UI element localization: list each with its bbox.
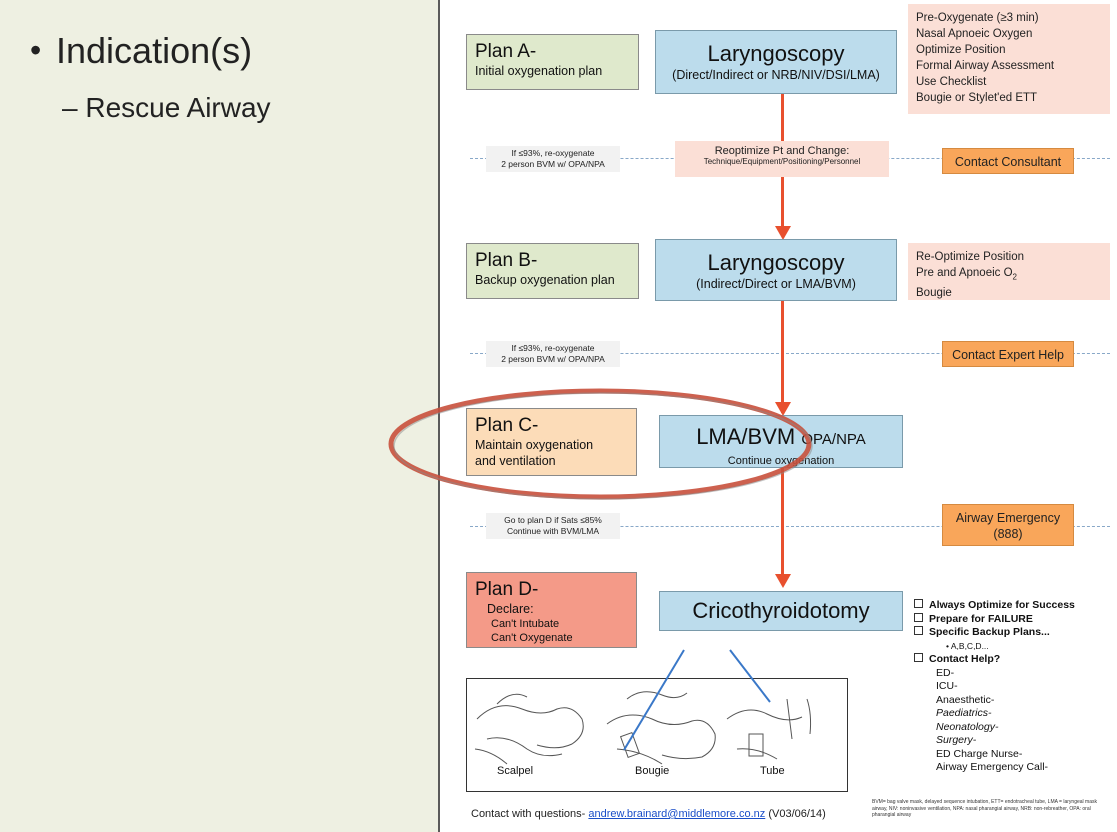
reoxygenate-note-1: If ≤93%, re-oxygenate 2 person BVM w/ OP… <box>486 146 620 172</box>
procedure-sketch-icon <box>474 691 812 765</box>
arrow-head-icon <box>775 226 791 240</box>
arrow-head-icon <box>775 574 791 588</box>
plan-c-title: Plan C- <box>475 415 539 436</box>
prep-item: Optimize Position <box>916 44 1006 56</box>
plan-b-subtitle: Backup oxygenation plan <box>475 273 615 287</box>
contact-email-link[interactable]: andrew.brainard@middlemore.co.nz <box>588 808 766 820</box>
separator-3 <box>470 526 1110 527</box>
laryngoscopy-a-box: Laryngoscopy (Direct/Indirect or NRB/NIV… <box>655 30 897 94</box>
reopt-item: Bougie <box>916 287 952 300</box>
footer-contact: Contact with questions- andrew.brainard@… <box>471 808 826 820</box>
laryngoscopy-b-box: Laryngoscopy (Indirect/Direct or LMA/BVM… <box>655 239 897 301</box>
scalpel-label: Scalpel <box>497 765 534 777</box>
reoptimize-box: Reoptimize Pt and Change: Technique/Equi… <box>675 141 889 177</box>
contact-consultant-box: Contact Consultant <box>942 148 1074 174</box>
separator-2 <box>470 353 1110 354</box>
lma-title: LMA/BVM <box>696 424 796 449</box>
plan-d-box: Plan D- Declare: Can't Intubate Can't Ox… <box>466 572 637 648</box>
reoxygenate-note-2: If ≤93%, re-oxygenate 2 person BVM w/ OP… <box>486 341 620 367</box>
plan-b-title: Plan B- <box>475 250 538 271</box>
bullet-indications: Indication(s) <box>56 30 253 71</box>
arrow-c-to-d <box>781 468 784 576</box>
slide-text-panel <box>0 0 438 832</box>
arrow-b-to-c <box>781 301 784 413</box>
checkbox-icon <box>914 653 923 662</box>
plan-c-box: Plan C- Maintain oxygenation and ventila… <box>466 408 637 476</box>
laryngoscopy-b-title: Laryngoscopy <box>707 250 845 275</box>
plan-c-line2: and ventilation <box>475 454 556 468</box>
reopt-item: Pre and Apnoeic O2 <box>916 267 1017 282</box>
cricothyroidotomy-title: Cricothyroidotomy <box>692 598 870 623</box>
checkbox-icon <box>914 612 923 622</box>
cricothyroidotomy-box: Cricothyroidotomy <box>659 591 903 631</box>
plan-b-box: Plan B- Backup oxygenation plan <box>466 243 639 299</box>
reoptimize-list: Re-Optimize Position Pre and Apnoeic O2 … <box>908 243 1110 300</box>
tube-label: Tube <box>760 765 785 777</box>
airway-emergency-box: Airway Emergency (888) <box>942 504 1074 546</box>
cricothyroidotomy-illustration: Scalpel Bougie Tube <box>466 678 848 792</box>
checklist: Always Optimize for Success Prepare for … <box>914 599 1114 775</box>
plan-a-subtitle: Initial oxygenation plan <box>475 64 603 78</box>
abbreviation-legend: BVM= bag valve mask, delayed sequence in… <box>872 799 1097 818</box>
prep-item: Nasal Apnoeic Oxygen <box>916 28 1033 40</box>
bullet-icon: • <box>30 32 42 68</box>
reopt-item: Re-Optimize Position <box>916 251 1025 263</box>
goto-plan-d-note: Go to plan D if Sats ≤85% Continue with … <box>486 513 620 539</box>
prep-item: Use Checklist <box>916 76 987 88</box>
arrow-head-icon <box>775 402 791 416</box>
prep-item: Pre-Oxygenate (≥3 min) <box>916 12 1039 24</box>
plan-d-title: Plan D- <box>475 579 539 600</box>
plan-c-highlight-ellipse <box>388 388 813 500</box>
checkbox-icon <box>914 626 923 635</box>
contact-expert-box: Contact Expert Help <box>942 341 1074 367</box>
plan-a-title: Plan A- <box>475 41 537 62</box>
prep-item: Formal Airway Assessment <box>916 60 1055 72</box>
plan-d-cant-oxygenate: Can't Oxygenate <box>491 632 573 644</box>
panel-divider <box>438 0 440 832</box>
laryngoscopy-a-title: Laryngoscopy <box>707 41 845 66</box>
lma-title-small: OPA/NPA <box>801 431 866 448</box>
reoptimize-title: Reoptimize Pt and Change: <box>714 145 850 157</box>
preparation-list: Pre-Oxygenate (≥3 min) Nasal Apnoeic Oxy… <box>908 4 1110 114</box>
sub-bullet-rescue-airway: – Rescue Airway <box>62 92 271 123</box>
instrument-lines <box>623 649 771 751</box>
checkbox-icon <box>914 599 923 608</box>
prep-item: Bougie or Stylet'ed ETT <box>916 92 1038 104</box>
laryngoscopy-a-subtitle: (Direct/Indirect or NRB/NIV/DSI/LMA) <box>672 68 880 82</box>
plan-a-box: Plan A- Initial oxygenation plan <box>466 34 639 90</box>
plan-c-line1: Maintain oxygenation <box>475 438 594 452</box>
reoptimize-detail: Technique/Equipment/Positioning/Personne… <box>703 157 861 166</box>
plan-d-cant-intubate: Can't Intubate <box>491 618 560 630</box>
plan-d-declare: Declare: <box>487 602 534 616</box>
bougie-label: Bougie <box>635 765 670 777</box>
laryngoscopy-b-subtitle: (Indirect/Direct or LMA/BVM) <box>696 277 856 291</box>
